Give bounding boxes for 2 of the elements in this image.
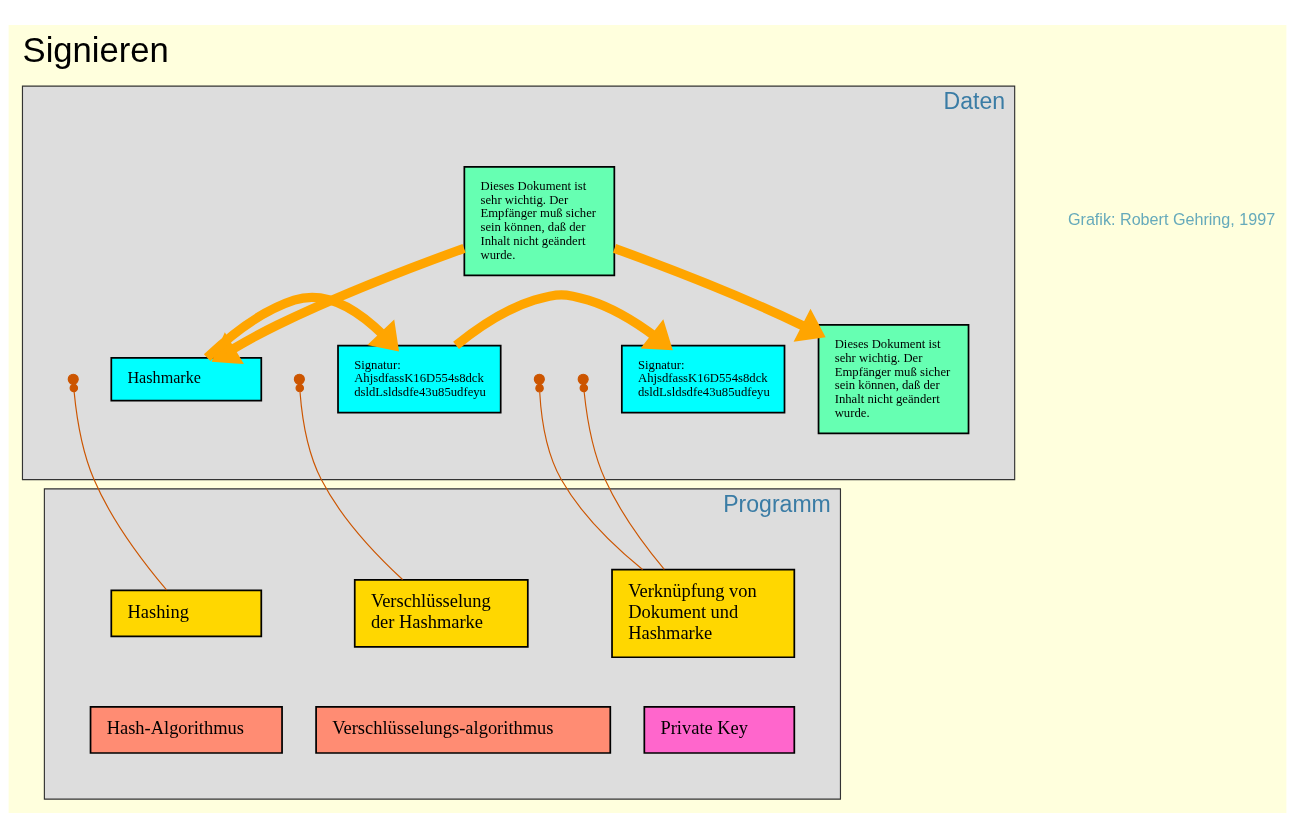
diagram-title: Signieren xyxy=(22,30,169,69)
label: Grafik: Robert Gehring, 1997 xyxy=(1067,210,1276,229)
